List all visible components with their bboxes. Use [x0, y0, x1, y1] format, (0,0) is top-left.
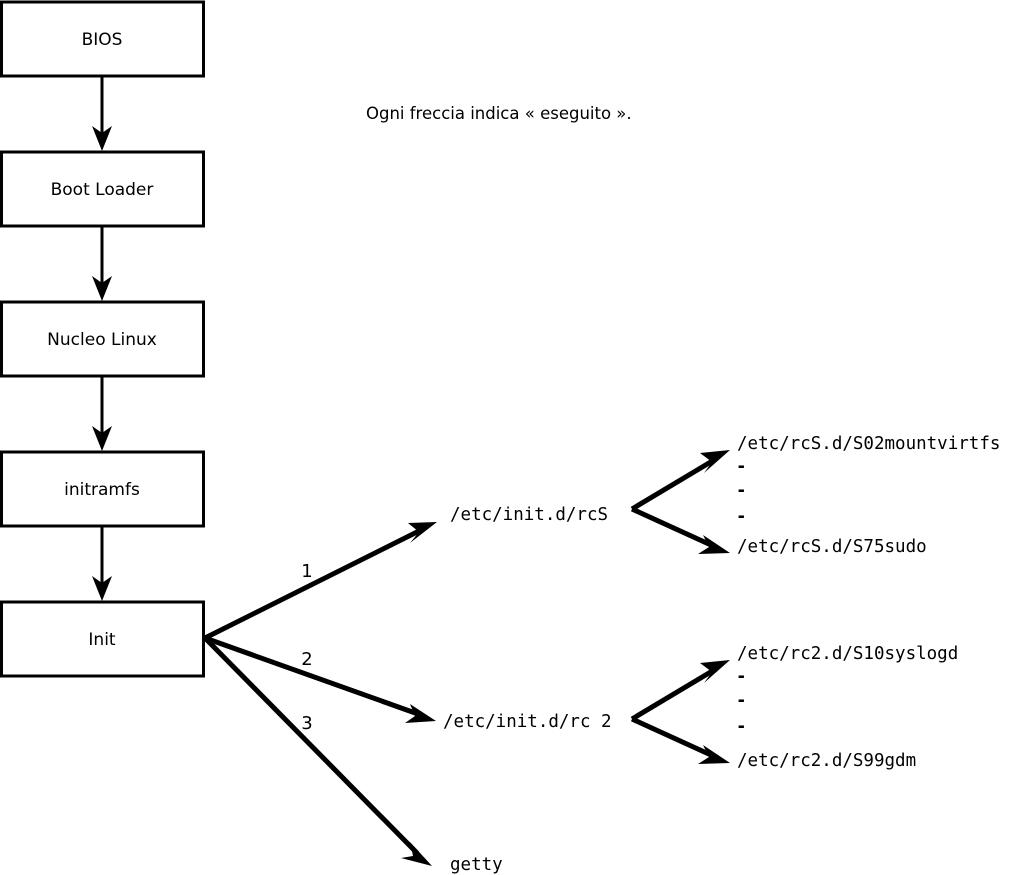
script-label-rcs-last: /etc/rcS.d/S75sudo [737, 537, 927, 557]
script-label-rc2-first: /etc/rc2.d/S10syslogd [737, 644, 958, 664]
box-label-bios: BIOS [82, 30, 123, 50]
vertical-arrows-group [92, 76, 112, 601]
ellipsis-dash-rc2-1: - [736, 667, 747, 687]
ellipsis-dash-rcs-1: - [736, 457, 747, 477]
diagram-caption: Ogni freccia indica « eseguito ». [366, 104, 632, 123]
branch-arrow-2-to-rc2 [204, 635, 436, 723]
process-box-initramfs[interactable]: initramfs [0, 450, 205, 528]
sub-arrow-rc2-first [630, 660, 730, 722]
branch-target-label-rc2: /etc/init.d/rc 2 [443, 712, 612, 732]
ellipsis-dash-rcs-3: - [736, 507, 747, 527]
rcs-scripts-group: /etc/rcS.d/S02mountvirtfs - - - /etc/rcS… [630, 434, 1000, 557]
box-outline-bios [0, 0, 205, 78]
sub-arrow-rc2-last [630, 716, 730, 764]
branch-target-labels-group: /etc/init.d/rcS /etc/init.d/rc 2 getty [443, 505, 612, 875]
branch-number-2: 2 [301, 649, 312, 670]
sub-arrow-rcs-last [630, 506, 730, 554]
arrow-bios-to-boot-loader [92, 76, 112, 151]
branch-number-3: 3 [301, 713, 312, 734]
boot-chain-group: BIOS Boot Loader Nucleo Linux initramfs … [0, 0, 205, 678]
script-label-rcs-first: /etc/rcS.d/S02mountvirtfs [737, 434, 1000, 454]
branch-arrow-1-to-rcs [203, 522, 437, 641]
branch-number-1: 1 [301, 561, 312, 582]
branch-target-label-rcs: /etc/init.d/rcS [450, 505, 608, 525]
box-outline-nucleo-linux [0, 300, 205, 378]
ellipsis-dash-rc2-2: - [736, 691, 747, 711]
process-box-nucleo-linux[interactable]: Nucleo Linux [0, 300, 205, 378]
process-box-bios[interactable]: BIOS [0, 0, 205, 78]
script-label-rc2-last: /etc/rc2.d/S99gdm [737, 751, 916, 771]
arrow-initramfs-to-init [92, 526, 112, 601]
ellipsis-dash-rc2-3: - [736, 717, 747, 737]
branch-arrow-3-to-getty [203, 636, 432, 866]
box-label-initramfs: initramfs [64, 480, 140, 500]
init-branches-group: 1 2 3 [203, 522, 437, 866]
branch-target-label-getty: getty [450, 855, 503, 875]
process-box-boot-loader[interactable]: Boot Loader [0, 150, 205, 228]
process-box-init[interactable]: Init [0, 600, 205, 678]
rc2-scripts-group: /etc/rc2.d/S10syslogd - - - /etc/rc2.d/S… [630, 644, 958, 771]
box-outline-init [0, 600, 205, 678]
sub-arrow-rcs-first [630, 450, 730, 512]
box-label-init: Init [88, 630, 116, 650]
arrow-boot-loader-to-nucleo-linux [92, 226, 112, 301]
box-outline-initramfs [0, 450, 205, 528]
arrow-nucleo-linux-to-initramfs [92, 376, 112, 451]
box-label-nucleo-linux: Nucleo Linux [47, 330, 157, 350]
ellipsis-dash-rcs-2: - [736, 481, 747, 501]
box-label-boot-loader: Boot Loader [51, 180, 154, 200]
